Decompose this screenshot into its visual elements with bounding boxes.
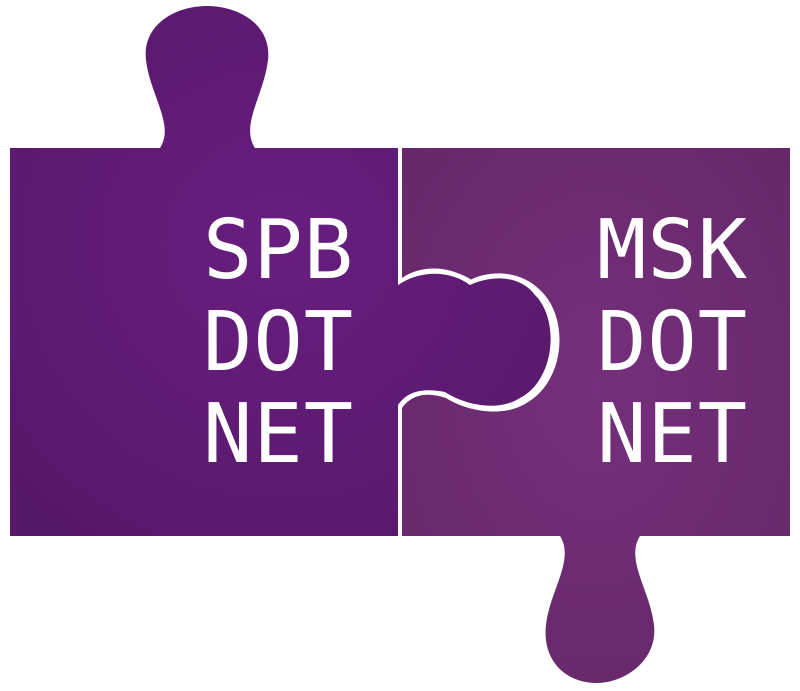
right-puzzle-piece (402, 148, 790, 683)
right-line-2: DOT (597, 295, 748, 390)
left-puzzle-piece (10, 6, 551, 536)
left-line-1: SPB (203, 203, 354, 298)
puzzle-seam (398, 148, 556, 536)
right-line-1: MSK (597, 203, 748, 298)
right-line-3: NET (597, 387, 748, 482)
left-line-3: NET (203, 387, 354, 482)
left-line-2: DOT (203, 295, 354, 390)
